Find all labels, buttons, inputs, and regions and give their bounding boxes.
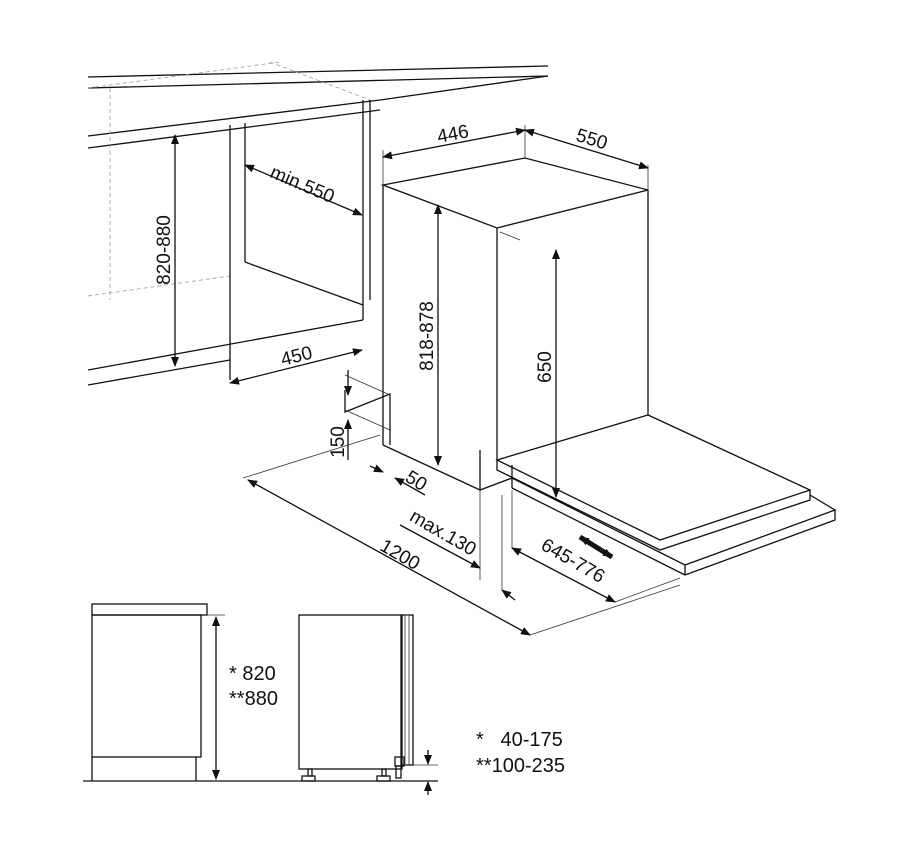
label-niche-depth: min.550 xyxy=(267,162,337,208)
label-door-height: 650 xyxy=(535,351,556,383)
label-plinth-height: 150 xyxy=(328,426,349,458)
label-plinth-range-2: **100-235 xyxy=(476,755,565,777)
label-appliance-depth: 550 xyxy=(573,125,609,154)
kitchen-cabinet xyxy=(87,61,549,386)
side-view-dishwasher xyxy=(298,614,438,795)
label-height-880: **880 xyxy=(229,688,278,710)
dimension-lines xyxy=(171,125,681,636)
label-niche-height: 820-880 xyxy=(154,215,175,285)
label-appliance-width: 446 xyxy=(435,121,470,148)
label-niche-width: 450 xyxy=(279,343,315,371)
slide-arrow-icon xyxy=(578,534,614,560)
label-plinth-depth: 50 xyxy=(401,467,430,496)
dishwasher-body xyxy=(344,157,649,491)
label-plinth-range-1: * 40-175 xyxy=(476,729,563,751)
label-height-820: * 820 xyxy=(229,663,276,685)
label-total-depth: 1200 xyxy=(376,536,423,575)
label-appliance-height: 818-878 xyxy=(417,301,438,371)
